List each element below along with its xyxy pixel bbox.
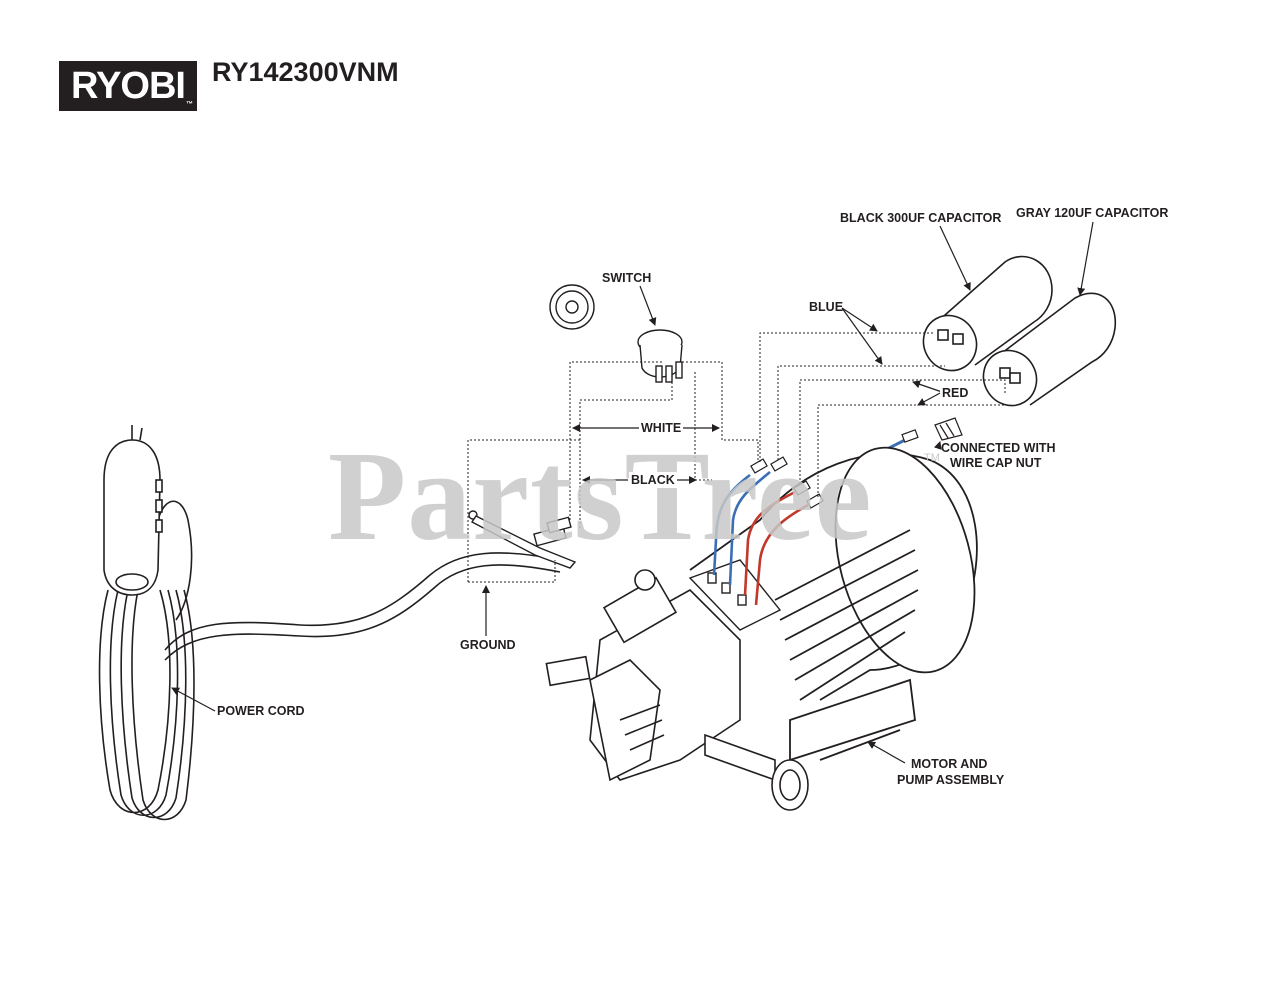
logo-text: RYOBI	[71, 64, 186, 107]
motor-housing	[689, 446, 978, 762]
power-cord-coil	[98, 500, 195, 821]
label-blue: BLUE	[809, 300, 844, 314]
logo-trademark: ™	[186, 101, 193, 108]
pump-assembly	[545, 569, 809, 811]
motor-lead-terminals	[750, 456, 824, 509]
callout-leaders	[171, 221, 1094, 764]
label-red: RED	[940, 385, 971, 401]
switch-button	[549, 284, 595, 330]
model-number: RY142300VNM	[212, 57, 399, 87]
motor-leads	[712, 470, 809, 606]
label-switch: SWITCH	[602, 271, 652, 285]
parts-tree-watermark: PartsTree	[328, 425, 873, 567]
label-white: WHITE	[639, 420, 684, 436]
ryobi-logo: RYOBI ™	[59, 61, 197, 111]
wire-cap-nut	[934, 417, 963, 441]
label-motor-line2: PUMP ASSEMBLY	[897, 773, 1005, 787]
label-wire-cap-line2: WIRE CAP NUT	[950, 456, 1042, 470]
plug-body	[103, 425, 163, 596]
label-power-cord: POWER CORD	[217, 704, 305, 718]
switch-body	[637, 329, 683, 383]
label-ground: GROUND	[460, 638, 516, 652]
black-capacitor	[922, 255, 1053, 372]
label-black-capacitor: BLACK 300UF CAPACITOR	[840, 211, 1002, 225]
gray-capacitor	[982, 292, 1116, 407]
ground-terminal	[468, 510, 577, 569]
power-cord-run	[164, 552, 561, 651]
label-wire-cap-line1: CONNECTED WITH	[941, 441, 1056, 455]
terminal-box	[688, 559, 782, 631]
label-gray-capacitor: GRAY 120UF CAPACITOR	[1016, 206, 1169, 220]
label-black: BLACK	[629, 472, 677, 488]
label-motor-line1: MOTOR AND	[911, 757, 988, 771]
watermark-trademark: TM	[924, 452, 940, 464]
